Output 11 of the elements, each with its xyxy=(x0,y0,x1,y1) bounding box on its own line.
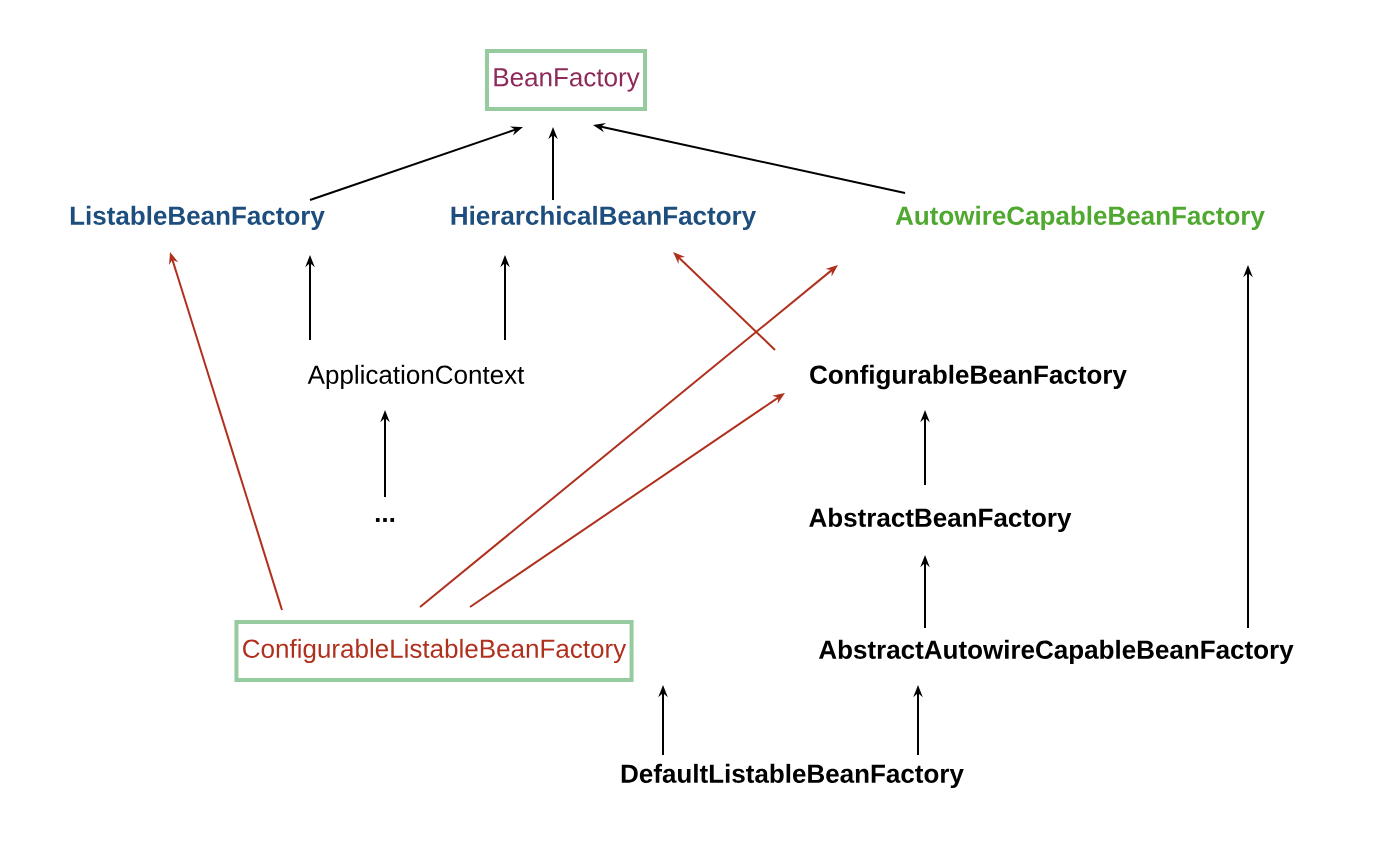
class-name: ... xyxy=(375,518,395,522)
class-name: AbstractAutowireCapableBeanFactory xyxy=(819,639,1294,665)
class-name: ListableBeanFactory xyxy=(70,205,325,231)
class-box: ConfigurableListableBeanFactory xyxy=(234,620,634,682)
class-name: HierarchicalBeanFactory xyxy=(451,205,756,231)
class-name: DefaultListableBeanFactory xyxy=(621,763,964,789)
class-box: BeanFactory xyxy=(484,49,648,111)
class-name: AutowireCapableBeanFactory xyxy=(895,205,1265,231)
class-name: AbstractBeanFactory xyxy=(809,507,1072,533)
class-name: ConfigurableBeanFactory xyxy=(810,364,1127,390)
class-name: ApplicationContext xyxy=(307,364,525,390)
